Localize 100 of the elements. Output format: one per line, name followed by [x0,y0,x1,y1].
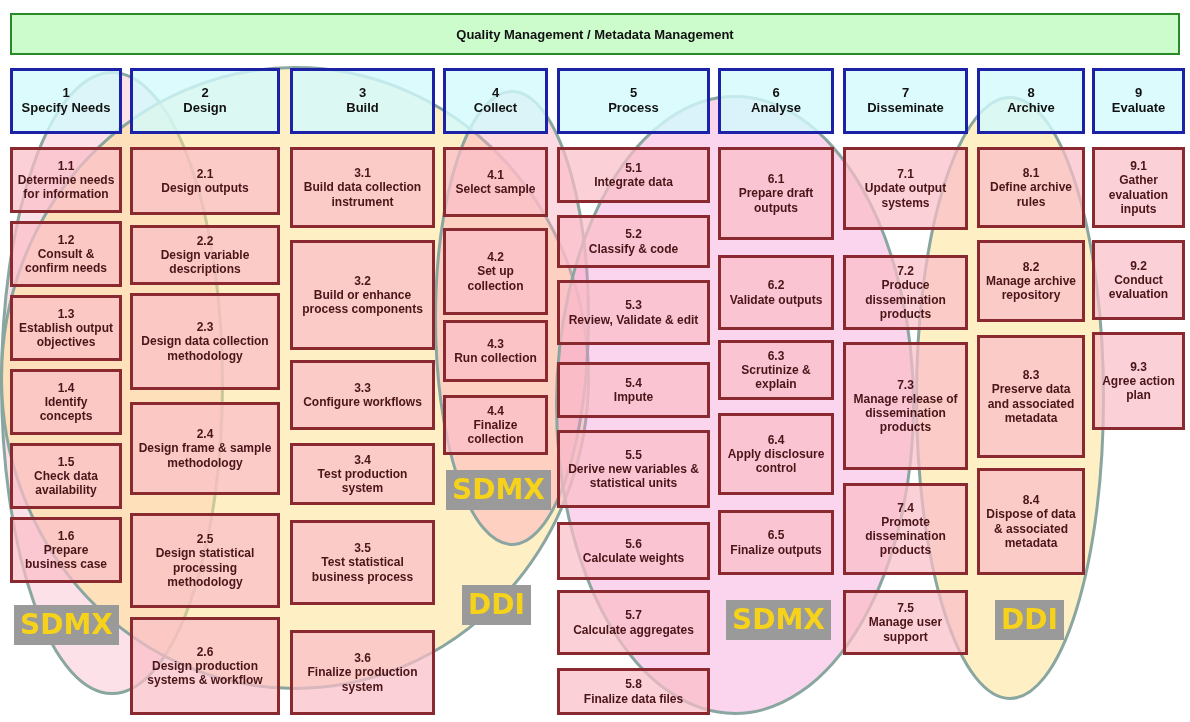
standard-tag: DDI [995,600,1064,640]
step-number: 6.1 [767,172,785,187]
step-number: 2.3 [196,320,214,335]
step-number: 3.5 [354,541,371,556]
step-number: 3.4 [354,452,371,467]
step-number: 5.3 [625,298,642,313]
subprocess-box [843,483,968,575]
step-title: Calculate weights [582,551,685,566]
subprocess-box [130,617,280,715]
step-title: Archive [1007,101,1055,116]
step-number: 2.4 [196,427,214,442]
step-number: 5.4 [625,375,642,390]
subprocess-box [557,668,710,715]
step-number: 1.3 [57,306,75,321]
step-title: Agree action plan [1101,373,1176,403]
step-title: Design variable descriptions [159,247,251,277]
step-title: Update output systems [863,181,948,210]
step-number: 9 [1134,86,1143,101]
step-title: Conduct evaluation [1107,272,1170,302]
step-number: 3.2 [354,273,371,288]
step-title: Finalize data files [583,691,684,706]
step-title: Check data availability [33,468,99,498]
step-number: 3.6 [354,651,371,666]
step-number: 9.3 [1130,359,1147,374]
standard-tag: DDI [462,585,531,625]
step-number: 8.1 [1022,166,1040,181]
step-title: Review, Validate & edit [568,312,699,327]
step-title: Select sample [455,182,536,197]
step-title: Finalize production system [306,665,419,694]
step-number: 6.4 [767,432,785,447]
step-title: Prepare business case [23,542,109,572]
step-title: Validate outputs [729,292,823,307]
step-number: 4.2 [487,250,504,265]
step-title: Manage user support [867,615,944,644]
step-number: 2.5 [196,532,214,547]
step-title: Analyse [751,101,801,116]
step-title: Classify & code [588,241,679,256]
step-title: Determine needs for information [17,172,115,202]
step-title: Impute [613,390,654,405]
step-number: 6 [772,86,780,101]
step-title: Set up collection [466,264,525,293]
step-number: 8 [1027,86,1035,101]
step-number: 6.5 [767,528,785,543]
step-number: 4.1 [487,167,504,182]
step-number: 9.1 [1130,159,1147,174]
step-number: 7.5 [897,601,914,616]
step-title: Design statistical processing methodology [154,546,256,589]
subprocess-box [843,255,968,330]
management-band [10,13,1180,55]
step-number: 5.6 [625,536,642,551]
phase-header-box [1092,68,1185,134]
step-title: Run collection [454,351,537,366]
step-title: Design [183,101,227,116]
step-number: 5.2 [625,227,642,242]
step-title: Establish output objectives [18,320,114,350]
step-title: Design data collection methodology [140,334,270,363]
step-number: 2.1 [196,166,214,181]
step-title: Finalize outputs [730,542,822,557]
step-number: 3.3 [354,380,371,395]
step-number: 4.4 [487,403,504,418]
step-title: Manage release of dissemination products [852,391,959,435]
step-title: Dispose of data & associated metadata [985,507,1077,550]
step-number: 1.1 [57,158,75,173]
step-title: Design production systems & workflow [146,658,264,688]
step-title: Identify concepts [38,394,94,424]
step-number: 2 [201,86,209,101]
standard-tag: SDMX [726,600,831,640]
step-number: 3.1 [354,166,371,181]
step-number: 9.2 [1130,258,1147,273]
subprocess-box [843,342,968,470]
step-title: Apply disclosure control [726,446,826,476]
step-number: 4 [491,86,500,101]
band-title: Quality Management / Metadata Management [456,26,734,42]
step-number: 7.2 [897,264,914,279]
step-number: 4.3 [487,336,504,351]
phase-header-box [443,68,548,134]
step-title: Finalize collection [466,417,525,447]
step-title: Scrutinize & explain [740,362,812,392]
step-title: Design outputs [161,181,249,196]
step-number: 5 [629,86,638,101]
step-title: Manage archive repository [984,273,1077,303]
step-title: Evaluate [1111,101,1166,116]
step-number: 5.8 [625,677,642,692]
step-number: 8.4 [1022,493,1040,508]
subprocess-box [1092,147,1185,228]
step-number: 1.4 [57,380,75,395]
standard-tag: SDMX [14,605,119,645]
step-title: Test production system [316,466,409,496]
step-number: 8.3 [1022,368,1040,383]
step-title: Build or enhance process components [301,287,424,317]
step-title: Test statistical business process [310,555,415,584]
standard-tag: SDMX [446,470,551,510]
subprocess-box [1092,240,1185,320]
step-title: Build data collection instrument [302,180,423,209]
phase-header-box [557,68,710,134]
step-number: 6.2 [767,278,785,293]
phase-header-box [718,68,834,134]
step-number: 1.2 [57,232,75,247]
step-number: 7.3 [897,377,914,392]
step-number: 7.4 [897,500,914,515]
